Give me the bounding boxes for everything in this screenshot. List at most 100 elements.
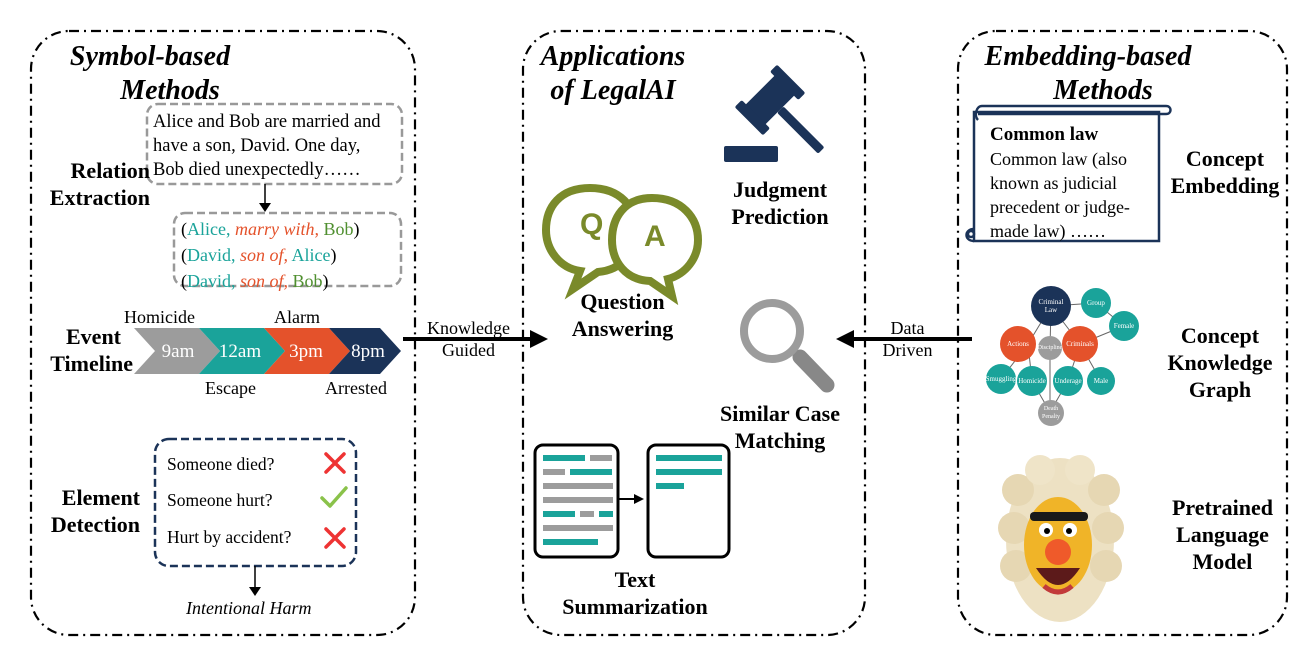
label-line: Judgment (732, 177, 828, 202)
label-line: Answering (571, 316, 674, 341)
triple-subject: David, (187, 245, 236, 265)
qa-bubbles-icon (541, 183, 703, 306)
question-hurt: Someone hurt? (167, 490, 273, 510)
node-text: Criminal (1038, 298, 1064, 306)
right-panel-title: Embedding-based Methods (968, 40, 1208, 108)
cross-icon (324, 527, 346, 549)
story-box (145, 102, 404, 186)
left-panel-title: Symbol-based Methods (50, 40, 250, 108)
triple-object: Bob (323, 219, 354, 239)
label-line: Graph (1188, 377, 1252, 402)
event-arrested: Arrested (325, 378, 387, 398)
event-homicide: Homicide (124, 307, 195, 327)
label-line: Embedding (1170, 173, 1280, 198)
label-line: Relation (70, 158, 150, 183)
kg-node-actions: Actions (1000, 326, 1036, 362)
kg-node-male: Male (1087, 367, 1115, 395)
chevron-3pm (264, 328, 350, 374)
kg-node-homicide: Homicide (1017, 366, 1047, 396)
time-3pm: 3pm (289, 341, 323, 362)
node-text: Death (1043, 406, 1059, 412)
kg-node-underage: Underage (1053, 366, 1083, 396)
question-answering-label: Question Answering (555, 288, 690, 342)
middle-panel-title: Applications of LegalAI (528, 40, 698, 108)
similar-case-label: Similar Case Matching (705, 400, 855, 454)
pretrained-lm-label: Pretrained Language Model (1165, 494, 1280, 575)
kg-node-female: Female (1109, 311, 1139, 341)
node-text: Penalty (1042, 414, 1060, 420)
triple-object: Alice (291, 245, 331, 265)
gavel-icon (724, 65, 824, 162)
triple-relation: marry with, (234, 219, 319, 239)
label-line: Detection (50, 512, 140, 537)
triple-subject: Alice, (187, 219, 231, 239)
label-line: Prediction (731, 204, 829, 229)
time-9am: 9am (161, 341, 195, 362)
triple-subject: David, (187, 271, 236, 291)
left-panel-border (29, 29, 417, 637)
chevron-9am (134, 328, 220, 374)
label-line: Language (1176, 522, 1269, 547)
label-line: Timeline (50, 351, 133, 376)
triple-object: Bob (292, 271, 323, 291)
magnifier-icon (740, 299, 835, 393)
triple-row: (Alice, marry with, Bob) (181, 219, 360, 239)
kg-node-criminals: Criminals (1062, 326, 1098, 362)
label-line: Matching (734, 428, 826, 453)
label-line: Element (61, 485, 140, 510)
scroll-card-icon (965, 104, 1172, 243)
time-8pm: 8pm (351, 341, 385, 362)
label-line: Model (1192, 549, 1253, 574)
summary-document-icon (646, 443, 731, 559)
triple-relation: son of, (240, 271, 289, 291)
q-letter: Q (580, 208, 604, 241)
label-line: Knowledge (1167, 350, 1273, 375)
data-driven-label: Data Driven (860, 317, 955, 361)
cross-icon (324, 452, 346, 474)
label-line: Question (580, 289, 665, 314)
label-line: Summarization (562, 594, 708, 619)
left-title-line1: Symbol-based (69, 41, 231, 72)
arrow-label-line: Guided (442, 340, 495, 360)
triple-row: (David, son of, Bob) (181, 271, 329, 291)
knowledge-guided-label: Knowledge Guided (411, 317, 526, 361)
label-line: Extraction (49, 185, 150, 210)
triple-relation: son of, (240, 245, 289, 265)
label-line: Similar Case (720, 401, 840, 426)
label-line: Pretrained (1171, 495, 1273, 520)
right-title-line2: Methods (1053, 75, 1153, 106)
kg-node-smuggling: Smuggling (986, 364, 1016, 394)
left-title-line2: Methods (120, 75, 220, 106)
time-12am: 12am (218, 341, 262, 362)
label-line: Text (614, 567, 656, 592)
label-line: Event (66, 324, 121, 349)
document-icon (533, 443, 620, 559)
middle-title-line2: of LegalAI (550, 75, 676, 106)
right-panel-border (956, 29, 1289, 637)
chevron-8pm (329, 328, 401, 374)
concept-card-title: Common law (990, 124, 1099, 145)
kg-node-group: Group (1081, 288, 1111, 318)
relation-extraction-label: Relation Extraction (40, 157, 150, 211)
a-letter: A (644, 220, 666, 253)
node-text: Law (1044, 306, 1058, 314)
judgment-prediction-label: Judgment Prediction (705, 176, 855, 230)
arrow-label-line: Data (890, 318, 925, 338)
label-line: Concept (1180, 323, 1260, 348)
event-timeline-label: Event Timeline (40, 323, 133, 377)
triples-box (172, 211, 403, 288)
result-intentional-harm: Intentional Harm (186, 598, 312, 618)
arrow-label-line: Knowledge (427, 318, 510, 338)
question-died: Someone died? (167, 454, 275, 474)
concept-embedding-label: Concept Embedding (1165, 145, 1285, 199)
label-line: Concept (1185, 146, 1265, 171)
right-title-line1: Embedding-based (984, 41, 1192, 72)
triples-list: (Alice, marry with, Bob) (David, son of,… (181, 216, 360, 294)
story-text: Alice and Bob are married and have a son… (153, 112, 381, 180)
chevron-12am (199, 328, 285, 374)
arrow-label-line: Driven (882, 340, 933, 360)
middle-panel-border (521, 29, 867, 637)
concept-card-body: Common law (also known as judicial prece… (990, 149, 1130, 241)
